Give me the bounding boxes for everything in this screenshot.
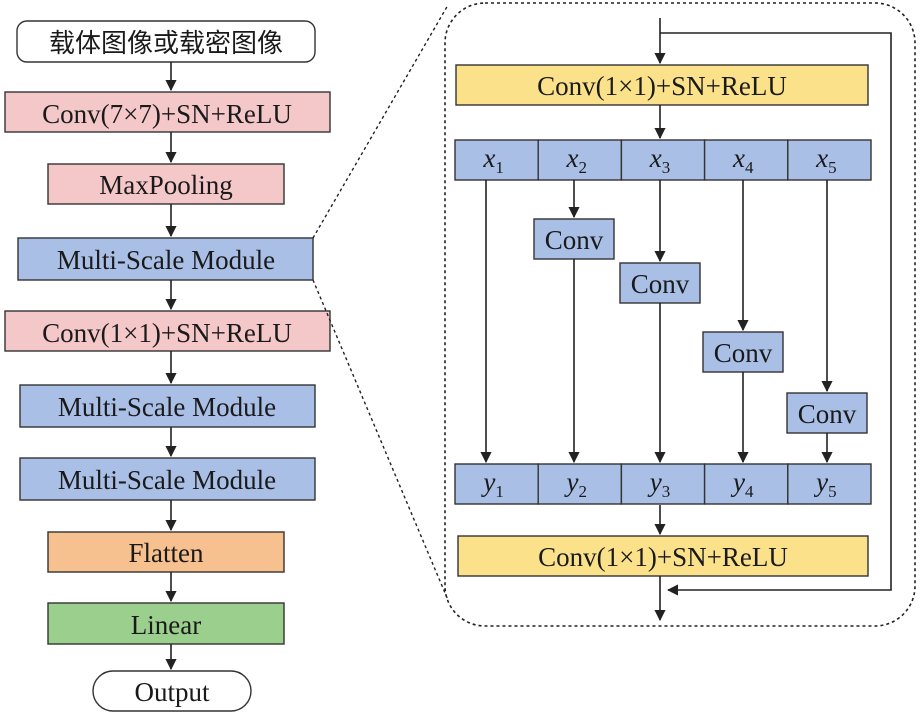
input-node-label: 载体图像或载密图像 [49,29,283,59]
left-pipeline: 载体图像或载密图像 Conv(7×7)+SN+ReLU MaxPooling M… [4,20,331,712]
bottom-conv-node-label: Conv(1×1)+SN+ReLU [538,542,788,572]
ms1-node [17,237,314,281]
conv1-node [4,310,331,352]
x-cell-3-label: x3 [649,143,670,177]
x-cell-1-label-var: x [482,143,495,173]
ms3-node [19,457,316,501]
x-cell-5 [787,139,872,181]
y-cell-5-label: y5 [813,467,836,501]
ms3-node-label: Multi-Scale Module [58,465,276,495]
zoom-connector-top [312,4,449,239]
x-cell-4-label: x4 [732,143,754,177]
y-cell-3 [620,463,706,505]
y-cell-5-label-index: 5 [828,482,837,501]
branch-3-conv-node [619,262,701,304]
linear-node-label: Linear [131,610,201,640]
x-cell-5-label-var: x [815,143,828,173]
y-cell-2-label-var: y [564,467,579,497]
x-cell-2-label: x2 [566,143,587,177]
x-cell-1-label-index: 1 [495,158,504,177]
y-cell-4 [703,463,789,505]
top-conv-node-label: Conv(1×1)+SN+ReLU [537,71,787,101]
y-cell-1-label: y1 [480,467,503,501]
branch-5-conv-label: Conv [798,399,857,429]
y-cell-5-label-var: y [813,467,828,497]
y-cell-1-label-index: 1 [495,482,504,501]
x-cell-5-label-index: 5 [828,158,837,177]
maxpool-node-label: MaxPooling [99,170,233,200]
flatten-node-label: Flatten [129,538,204,568]
x-cell-2-label-var: x [566,143,579,173]
input-node [16,20,316,63]
y-cell-2 [537,463,623,505]
y-cell-3-label-var: y [647,467,662,497]
y-cell-5 [787,463,872,505]
maxpool-node [47,163,285,205]
y-cell-3-label: y3 [647,467,670,501]
linear-node [47,602,285,645]
branch-4-conv-label: Conv [714,338,773,368]
y-cell-1 [454,463,539,505]
ms2-node [19,384,316,428]
flatten-node [47,531,285,573]
ms2-node-label: Multi-Scale Module [58,392,276,422]
branch-3-conv-label: Conv [631,269,690,299]
y-cell-4-label-var: y [730,467,745,497]
x-cell-3-label-index: 3 [662,158,671,177]
output-node-label: Output [134,677,210,707]
y-cell-4-label: y4 [730,467,754,501]
x-cell-1-label: x1 [482,143,503,177]
x-cell-3-label-var: x [649,143,662,173]
y-cell-1-label-var: y [480,467,495,497]
x-cell-3 [620,139,706,181]
x-cell-5-label: x5 [815,143,836,177]
x-cell-4-label-index: 4 [745,158,754,177]
x-cell-2 [537,139,623,181]
conv1-node-label: Conv(1×1)+SN+ReLU [42,318,292,348]
branch-2-conv-node [533,218,615,260]
conv7-node [4,91,331,133]
output-node [92,670,252,712]
y-cell-4-label-index: 4 [745,482,754,501]
x-cell-2-label-index: 2 [579,158,588,177]
module-detail-frame [444,2,916,627]
branch-2-conv-label: Conv [545,225,604,255]
branch-5-conv-node [786,392,868,434]
top-conv-node [455,64,869,106]
y-cell-3-label-index: 3 [662,482,671,501]
ms1-node-label: Multi-Scale Module [57,245,275,275]
edge-residual-loop [660,32,892,596]
x-cell-4-label-var: x [732,143,745,173]
branch-4-conv-node [702,331,784,373]
y-cell-2-label-index: 2 [579,482,588,501]
y-cell-2-label: y2 [564,467,587,501]
conv7-node-label: Conv(7×7)+SN+ReLU [42,99,292,129]
bottom-conv-node [457,535,869,577]
zoom-connector-bottom [312,279,449,601]
